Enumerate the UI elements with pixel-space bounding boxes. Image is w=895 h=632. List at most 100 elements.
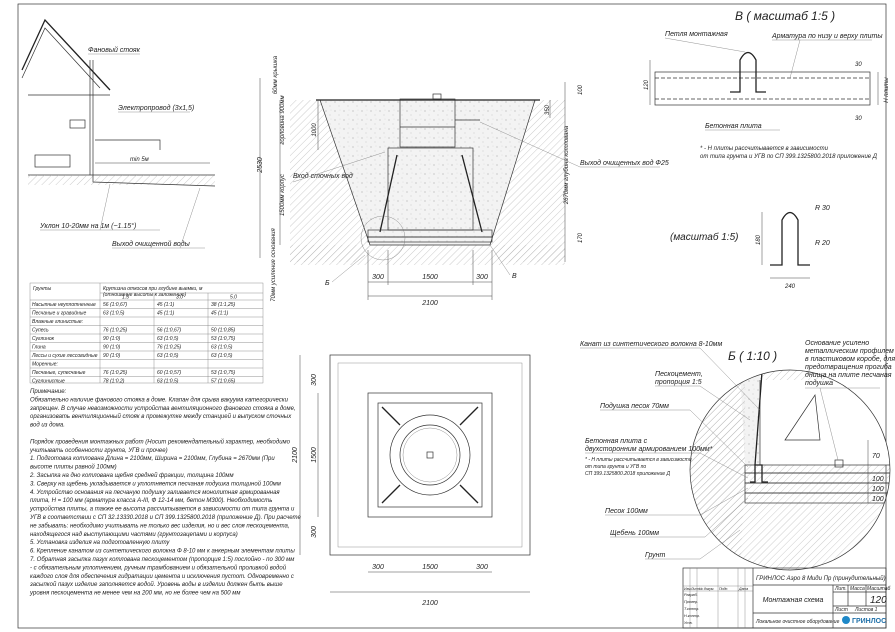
fan-riser-label: Фановый стояк: [88, 46, 141, 54]
table-depth-header: 3.0: [176, 295, 183, 301]
title-block-column-header: Изм.: [684, 587, 691, 591]
note-line: высоте плиты равной 100мм): [30, 464, 117, 471]
note-line: 5. Установка изделия на подготовленную п…: [30, 540, 170, 546]
table-row-soil: Влажные глинистые:: [32, 319, 84, 325]
power-cable-label: Электропровод (3х1,5): [118, 104, 194, 112]
installation-notes: Примечание:Обязательно наличие фанового …: [29, 389, 301, 597]
detail-b-title: Б ( 1:10 ): [728, 349, 777, 363]
sand-pad-label: Подушка песок 70мм: [600, 402, 669, 410]
note-line: учитывать особенности грунта, УГВ и проч…: [29, 448, 168, 454]
plan-dim-1500: 1500: [422, 564, 438, 571]
inlet-label: Вход сточных вод: [293, 172, 353, 180]
mass-label: Масса: [850, 586, 865, 592]
title-block: ГРИНЛОС Аэро 8 Миди Пр (принудительный) …: [682, 567, 891, 629]
neck-label: горловина 900мм: [280, 95, 286, 144]
loop-label: Петля монтажная: [665, 31, 728, 38]
note-line: Примечание:: [30, 389, 67, 395]
total-height-dim: 2530: [257, 157, 264, 174]
slab-label-2: двухсторонним армированием 100мм*: [585, 445, 713, 453]
dim-right-300: 300: [476, 274, 488, 281]
note-line: засыпкой пазух изделие заполняется водой…: [29, 581, 283, 588]
base-note-1: Основание усилено: [805, 340, 869, 347]
sheet-label: Лист: [834, 607, 848, 613]
organization: Локальное очистное оборудование: [755, 619, 840, 625]
dim-170: 170: [578, 232, 584, 243]
table-row-value: 60 (1:0,57): [157, 370, 182, 376]
table-row-soil: Насыпные неуплотненные: [32, 302, 96, 308]
table-row-value: 45 (1:1): [211, 311, 229, 317]
plan-dim-300-right: 300: [476, 564, 488, 571]
note-line: 1. Подготовка котлована Длина = 2100мм, …: [30, 456, 275, 462]
table-row-value: 57 (1:0,65): [211, 379, 236, 385]
table-border: [29, 282, 264, 384]
table-row-soil: Моренные:: [32, 362, 58, 368]
note-line: организовать вентиляционный стояк в пром…: [30, 413, 292, 420]
table-row-value: 90 (1:0): [103, 336, 121, 342]
dim-100: 100: [578, 84, 584, 95]
table-row-value: 45 (1:1): [157, 311, 175, 317]
scale-label: Масштаб: [867, 586, 891, 592]
rope-label: Канат из синтетического волокна 8-10мм: [580, 341, 722, 348]
dim-30-top: 30: [855, 62, 862, 68]
base-note-5: днища на плите песчаная: [805, 371, 892, 379]
rebar-label: Арматура по низу и верху плиты: [771, 33, 883, 40]
note-line: УГВ в соответствии с СП 32.13330.2018 и …: [29, 515, 301, 521]
soil-slope-table: Грунты Крутизна откосов при глубине выем…: [29, 282, 264, 385]
detail-v: В ( масштаб 1:5 ) Петля монтажная Армату…: [644, 9, 890, 160]
table-row-value: 45 (1:1): [157, 302, 175, 308]
soil-label: Грунт: [645, 552, 666, 559]
title-block-role: Утв.: [684, 621, 693, 625]
dim-total-2100: 2100: [421, 300, 438, 307]
radius-30: R 30: [815, 205, 830, 212]
dim-left-300: 300: [372, 274, 384, 281]
logo-text: ГРИНЛОС: [852, 618, 886, 625]
table-depth-header: 1.5: [122, 295, 129, 301]
table-row-value: 76 (1:0,25): [103, 370, 128, 376]
slab-label-1: Бетонная плита с: [585, 438, 648, 445]
plan-dim-300-left: 300: [372, 564, 384, 571]
table-header-slopes-1: Крутизна откосов при глубине выемки, м: [103, 286, 203, 292]
body-label: 1500мм корпус: [280, 174, 286, 216]
dim-100-c: 100: [872, 496, 884, 503]
title-block-column-header: Подп.: [719, 587, 728, 591]
note-line: запрещен. В случае невозможности устройс…: [29, 405, 296, 412]
detail-b: Б ( 1:10 ) Канат из синтетического волок…: [580, 340, 895, 571]
note-line: находящегося над выступающими частями (г…: [30, 532, 238, 538]
logo-icon: [842, 616, 850, 624]
table-row-soil: Глина: [32, 345, 46, 351]
table-row-value: 76 (1:0,25): [103, 328, 128, 334]
loop-detail: (масштаб 1:5) R 30 R 20 180 240: [670, 205, 830, 290]
plan-vdim-300-bottom: 300: [311, 526, 318, 538]
base-note-4: предотвращения прогиба: [805, 363, 892, 371]
gravel-layer-label: Щебень 100мм: [610, 529, 659, 537]
min-distance-label: min 5м: [130, 157, 149, 163]
dim-70: 70: [872, 453, 880, 460]
title-block-column-header: Лист: [690, 587, 700, 591]
table-row-value: 63 (1:0,5): [103, 311, 125, 317]
table-row-value: 63 (1:0,5): [211, 345, 233, 351]
table-row-value: 63 (1:0,5): [157, 353, 179, 359]
title-block-role: Т.контр.: [684, 607, 699, 611]
radius-20: R 20: [815, 240, 830, 247]
detail-v-title: В ( масштаб 1:5 ): [735, 9, 835, 23]
plan-vdim-300-top: 300: [311, 374, 318, 386]
sand-layer-label: Песок 100мм: [605, 508, 648, 515]
title-block-role: Провер.: [684, 600, 698, 604]
table-row-value: 53 (1:0,75): [211, 370, 236, 376]
note-line: 4. Устройство основания на песчаную поду…: [30, 489, 280, 496]
house-sketch: Фановый стояк Электропровод (3х1,5) min …: [21, 18, 216, 249]
title-block-column-header: № докум.: [699, 587, 714, 591]
slab-label: Бетонная плита: [705, 123, 762, 130]
title-block-role: Разраб.: [684, 593, 698, 597]
table-row-soil: Суглинистые: [32, 379, 65, 385]
product-name: ГРИНЛОС Аэро 8 Миди Пр (принудительный): [756, 575, 886, 582]
table-row-soil: Песчаные и гравийные: [32, 310, 86, 317]
title-block-column-header: Дата: [738, 587, 748, 591]
dim-100-b: 100: [872, 486, 884, 493]
sheet-frame: [17, 3, 887, 629]
pit-depth-label: 2670мм глубина котлована: [564, 125, 570, 205]
table-header-slopes-2: (отношение высоты к заложению): [103, 292, 186, 298]
plan-vdim-1500: 1500: [311, 447, 318, 463]
sheets-label: Листов 1: [854, 607, 878, 613]
loop-detail-title: (масштаб 1:5): [670, 231, 738, 243]
